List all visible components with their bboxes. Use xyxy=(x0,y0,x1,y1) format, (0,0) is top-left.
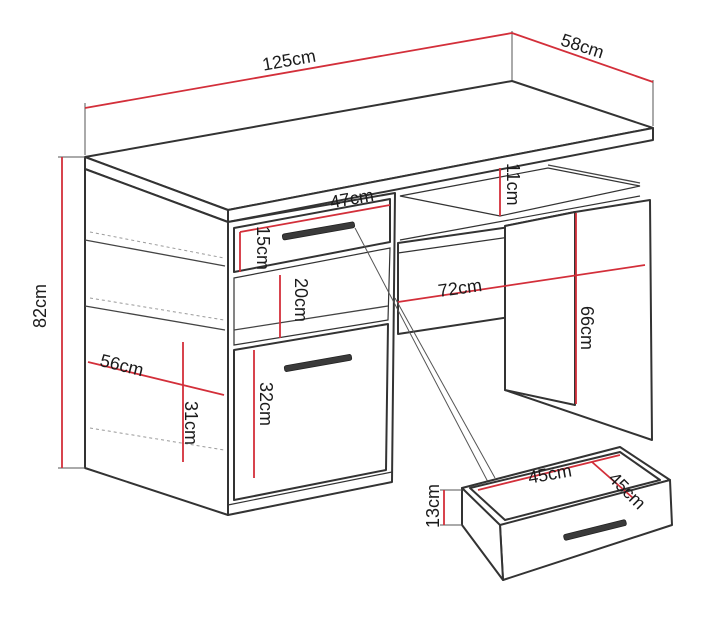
side-shelf-line-1 xyxy=(89,231,225,259)
drawer-detail-inner xyxy=(469,451,661,521)
right-leg-front xyxy=(504,211,576,406)
detail-leader-line-2 xyxy=(394,297,496,479)
center-shelf-back xyxy=(547,164,641,184)
center-drawer-top-line xyxy=(397,236,511,254)
plinth-line xyxy=(227,471,393,506)
depth-dimension-line xyxy=(511,32,654,83)
drawer-detail-depth-line xyxy=(591,461,634,499)
drawer-handle-icon xyxy=(563,519,627,541)
side-shelf-edge-1 xyxy=(84,239,226,267)
leg-height-label: 66cm xyxy=(577,306,597,350)
cabinet-door xyxy=(233,323,389,501)
drawer-detail-height-label: 13cm xyxy=(423,484,443,528)
compartment-shelf xyxy=(233,305,389,331)
door-height-label: 32cm xyxy=(256,382,276,426)
left-cabinet-side xyxy=(84,168,229,516)
detail-leader-line-1 xyxy=(354,227,489,483)
width-dimension-line xyxy=(84,32,513,109)
width-label: 125cm xyxy=(261,46,318,75)
center-shelf-edge xyxy=(399,195,641,241)
drawer-detail-width-line xyxy=(477,454,621,491)
side-shelf-line-3 xyxy=(89,427,225,451)
side-shelf-line-2 xyxy=(89,297,225,321)
shelf-height-label: 31cm xyxy=(181,401,201,445)
side-shelf-edge-2 xyxy=(84,305,226,331)
center-drawer-height-label: 11cm xyxy=(503,163,523,206)
drawer-handle-icon xyxy=(281,221,356,241)
drawer-width-line xyxy=(239,204,391,233)
drawer-handle-icon xyxy=(283,354,353,372)
compartment-height-label: 20cm xyxy=(291,278,311,322)
top-drawer-height-label: 15cm xyxy=(253,226,273,270)
drawer-detail-side xyxy=(461,487,504,581)
height-label: 82cm xyxy=(30,284,50,328)
knee-width-line xyxy=(397,264,646,303)
center-shelf-cavity xyxy=(399,167,641,217)
open-compartment xyxy=(233,247,391,346)
cabinet-depth-line xyxy=(87,361,225,396)
